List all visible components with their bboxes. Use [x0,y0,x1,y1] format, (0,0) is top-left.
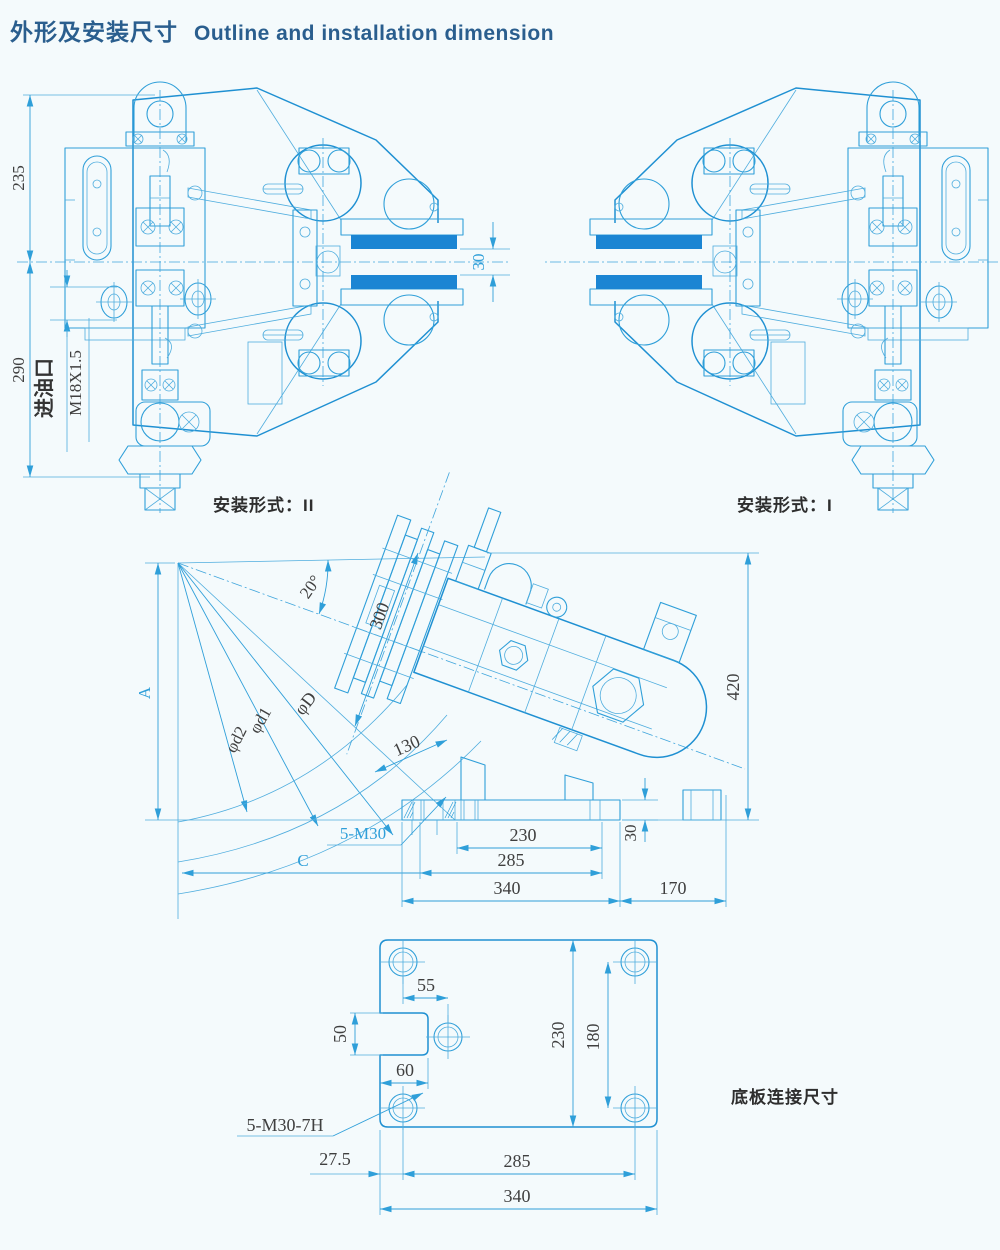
dim-230: 230 [548,1022,568,1049]
dim-5-m30: 5-M30 [340,824,386,843]
dim-235: 235 [9,165,28,191]
dim-60: 60 [396,1060,414,1080]
caption-installation-i: 安装形式：I [737,496,833,515]
view-installation-i [542,81,1000,514]
construction-lines [145,556,746,919]
view-installation-ii: 235 290 30 进油口 M18X1.5 [9,81,511,514]
oil-port-callout: 进油口 M18X1.5 [32,270,117,452]
dim-230: 230 [510,825,537,845]
caption-base-plate: 底板连接尺寸 [731,1088,839,1107]
base-plate-outline [379,939,658,1128]
dim-27-5: 27.5 [319,1149,351,1169]
dim-285: 285 [498,850,525,870]
dim-bolt-spec: 5-M30-7H [247,1115,324,1135]
dim-disc-gap-30: 30 [469,254,488,271]
dim-130: 130 [390,731,423,760]
base-mounting [401,756,722,835]
view-base-plate: 55 50 60 230 180 5-M30-7H 27.5 285 340 [237,939,658,1215]
dim-angle-20: 20° [296,572,325,602]
dim-group-disc-gap: 30 [460,222,510,302]
oil-port-label: 进油口 [32,358,56,418]
dim-a: A [135,686,154,699]
dim-285: 285 [504,1151,531,1171]
dim-group-left-heights: 235 290 [9,94,155,478]
dim-plate-30: 30 [621,825,640,842]
view-side-elevation: A 20° 300 φD φd1 φd2 130 5-M30 C 230 285… [135,472,759,919]
page-title-cn: 外形及安装尺寸 [10,19,178,45]
oil-port-thread: M18X1.5 [66,350,85,416]
dim-170: 170 [660,878,687,898]
dim-340: 340 [504,1186,531,1206]
caption-installation-ii: 安装形式：II [213,496,315,515]
dim-phi-d: φD [290,688,320,719]
page-title: 外形及安装尺寸 Outline and installation dimensio… [10,13,554,47]
dim-180: 180 [583,1024,603,1051]
dim-55: 55 [417,975,435,995]
dim-340: 340 [494,878,521,898]
dim-c: C [297,851,308,870]
bolt-holes [381,940,657,1130]
dim-group-middle: A 20° 300 φD φd1 φd2 130 5-M30 C 230 285… [135,552,759,907]
page-title-en: Outline and installation dimension [194,22,555,45]
dim-290: 290 [9,357,28,383]
dim-50: 50 [330,1025,350,1043]
dim-420: 420 [723,674,743,701]
dim-group-base-plate: 55 50 60 230 180 5-M30-7H 27.5 285 340 [237,940,658,1215]
